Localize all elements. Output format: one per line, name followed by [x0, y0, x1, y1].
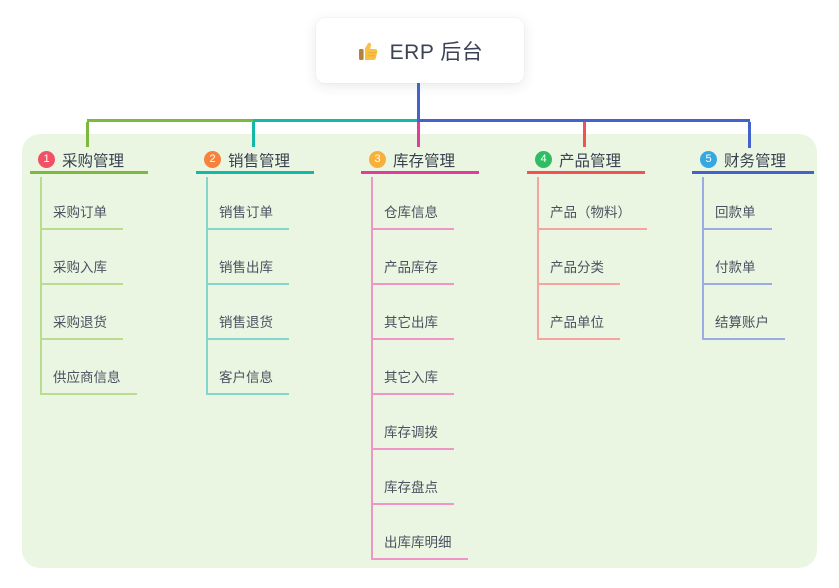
branch-stem-line	[371, 177, 373, 560]
drop-line-finance	[748, 122, 751, 148]
branch-stem-line	[206, 177, 208, 395]
thumbs-up-icon	[357, 39, 381, 63]
child-node[interactable]: 产品分类	[537, 258, 620, 285]
drop-line-purchase	[86, 122, 89, 147]
branch-node-inventory[interactable]: 3 库存管理	[361, 148, 479, 174]
branch-node-product[interactable]: 4 产品管理	[527, 148, 645, 174]
child-node[interactable]: 采购入库	[40, 258, 123, 285]
branch-number-badge: 2	[204, 151, 221, 168]
drop-line-sales	[252, 122, 255, 147]
branch-stem-line	[702, 177, 704, 340]
root-node-erp[interactable]: ERP 后台	[316, 18, 524, 83]
child-node[interactable]: 出库库明细	[371, 533, 468, 560]
root-node-title: ERP 后台	[389, 40, 484, 64]
branch-label: 采购管理	[62, 152, 125, 170]
branch-stem-line	[537, 177, 539, 340]
branch-label: 库存管理	[393, 152, 456, 170]
child-node[interactable]: 库存盘点	[371, 478, 454, 505]
child-node[interactable]: 销售订单	[206, 203, 289, 230]
child-node[interactable]: 产品（物料）	[537, 203, 647, 230]
child-node[interactable]: 其它出库	[371, 313, 454, 340]
spine-segment-teal	[253, 119, 417, 122]
child-node[interactable]: 结算账户	[702, 313, 785, 340]
branch-node-finance[interactable]: 5 财务管理	[692, 148, 814, 174]
spine-segment-green	[87, 119, 253, 122]
child-node[interactable]: 库存调拨	[371, 423, 454, 450]
child-node[interactable]: 产品单位	[537, 313, 620, 340]
child-node[interactable]: 产品库存	[371, 258, 454, 285]
root-connector-line	[417, 83, 420, 119]
drop-line-product	[583, 122, 586, 147]
child-node[interactable]: 采购订单	[40, 203, 123, 230]
child-node[interactable]: 仓库信息	[371, 203, 454, 230]
child-node[interactable]: 销售退货	[206, 313, 289, 340]
child-node[interactable]: 客户信息	[206, 368, 289, 395]
child-node[interactable]: 回款单	[702, 203, 772, 230]
branch-number-badge: 5	[700, 151, 717, 168]
branch-node-sales[interactable]: 2 销售管理	[196, 148, 314, 174]
branch-number-badge: 4	[535, 151, 552, 168]
child-node[interactable]: 供应商信息	[40, 368, 137, 395]
branch-label: 产品管理	[559, 152, 622, 170]
child-node[interactable]: 采购退货	[40, 313, 123, 340]
branch-label: 财务管理	[724, 152, 787, 170]
child-node[interactable]: 付款单	[702, 258, 772, 285]
branch-node-purchase[interactable]: 1 采购管理	[30, 148, 148, 174]
child-node[interactable]: 销售出库	[206, 258, 289, 285]
child-node[interactable]: 其它入库	[371, 368, 454, 395]
drop-line-inventory	[417, 122, 420, 147]
branch-number-badge: 3	[369, 151, 386, 168]
branch-label: 销售管理	[228, 152, 291, 170]
branch-stem-line	[40, 177, 42, 395]
branches-background-panel	[22, 134, 817, 568]
spine-segment-blue	[417, 119, 750, 122]
branch-number-badge: 1	[38, 151, 55, 168]
